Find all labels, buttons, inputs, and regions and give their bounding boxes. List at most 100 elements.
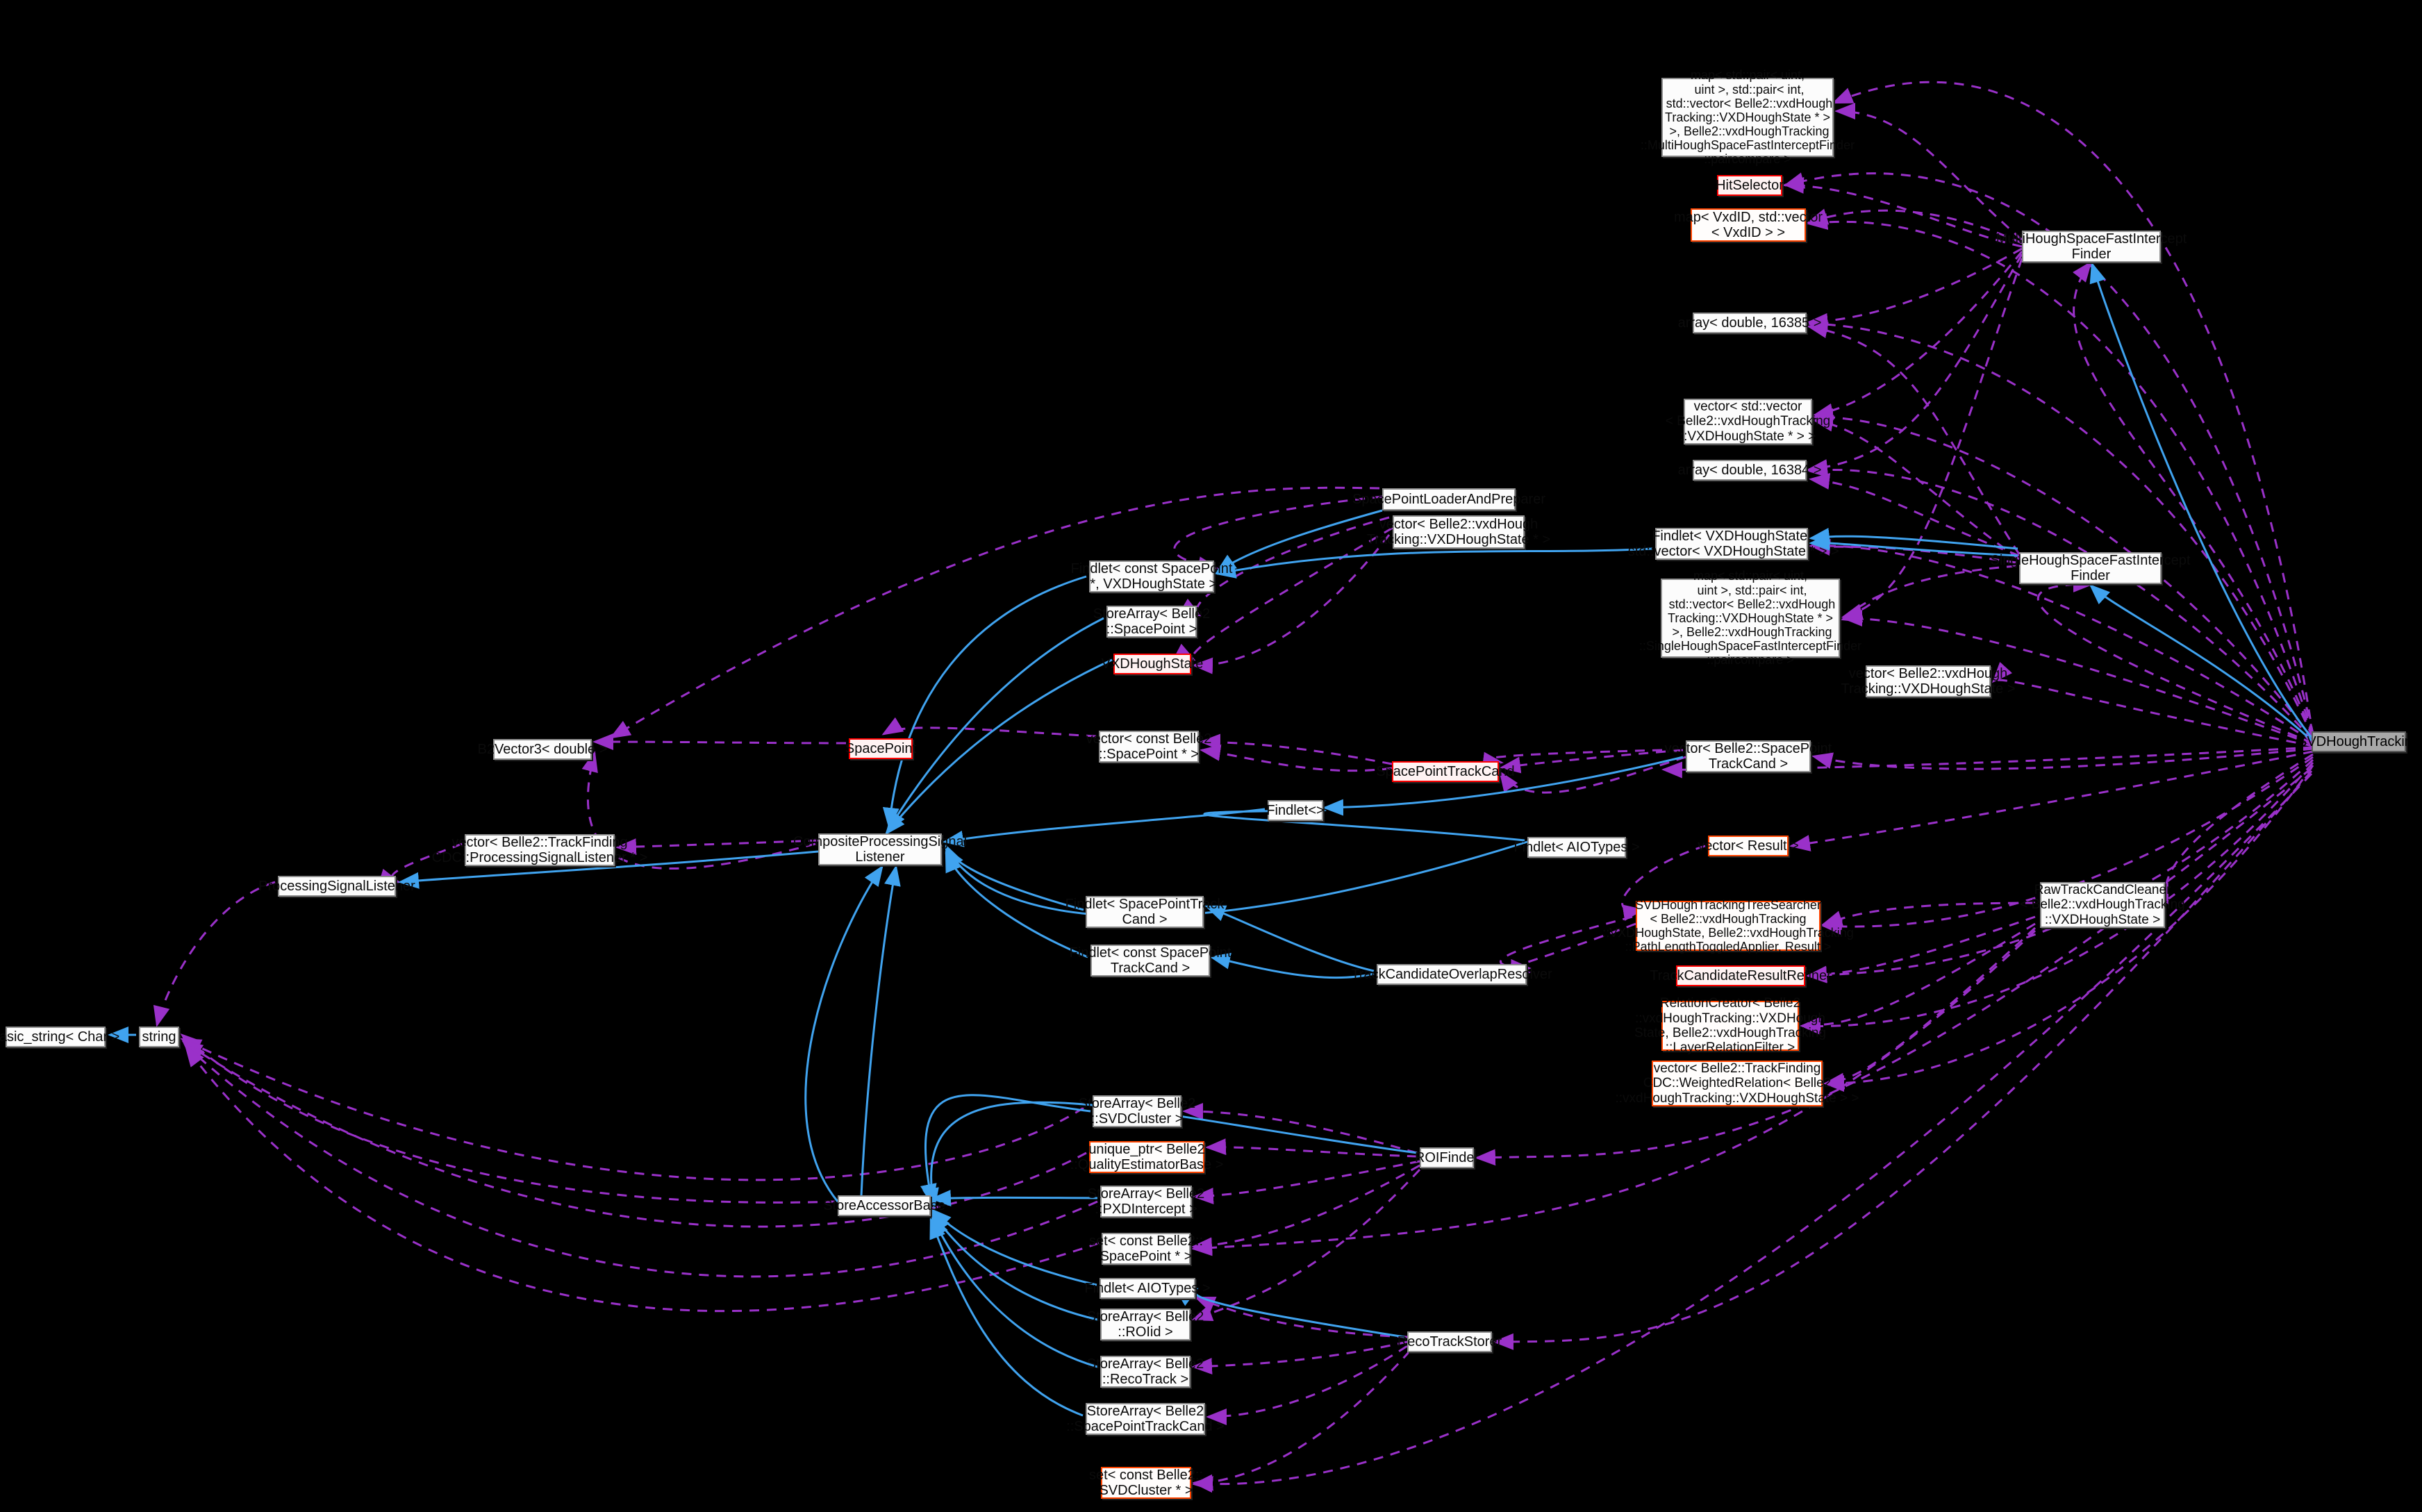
graph-node-vector_vec_vxd[interactable]: vector< std::vector < Belle2::vxdHoughTr…	[1666, 399, 1830, 445]
graph-node-relation_creator[interactable]: RelationCreator< Belle2 ::vxdHoughTracki…	[1634, 996, 1826, 1055]
graph-node-unique_ptr_qe[interactable]: unique_ptr< Belle2 ::QualityEstimatorBas…	[1070, 1141, 1223, 1173]
graph-node-multi_hough[interactable]: MultiHoughSpaceFastIntercept Finder	[1996, 231, 2187, 263]
graph-node-vec_const_sp_ptr[interactable]: vector< const Belle2 ::SpacePoint * >	[1086, 731, 1211, 763]
graph-node-label: array< double, 16384 >	[1677, 462, 1822, 478]
graph-node-findlet_aiotypes_top[interactable]: Findlet< AIOTypes >	[1513, 837, 1640, 858]
graph-node-label: Findlet< const SpacePoint TrackCand >	[1069, 945, 1231, 976]
graph-node-label: RawTrackCandCleaner < Belle2::vxdHoughTr…	[2020, 883, 2185, 927]
graph-node-label: set< const Belle2:: SVDCluster * >	[1089, 1467, 1203, 1498]
graph-node-label: set< const Belle2:: SpacePoint * >	[1089, 1233, 1203, 1264]
graph-node-findlet_const_sp_vxdhs[interactable]: Findlet< const SpacePoint *, VXDHoughSta…	[1071, 560, 1232, 592]
graph-node-label: vector< Belle2::TrackFinding CDC::Proces…	[431, 834, 648, 865]
graph-node-roifinder[interactable]: ROIFinder	[1415, 1147, 1479, 1168]
graph-node-storearray_sptc[interactable]: StoreArray< Belle2 ::SpacePointTrackCand…	[1066, 1403, 1225, 1435]
graph-node-b2vector3[interactable]: B2Vector3< double >	[478, 739, 607, 760]
graph-node-label: SVDHoughTrackingTreeSearcher < Belle2::v…	[1602, 897, 1854, 954]
graph-node-label: basic_string< Char >	[0, 1029, 120, 1045]
graph-node-label: vector< Belle2::TrackFinding CDC::Weight…	[1615, 1061, 1859, 1106]
graph-node-label: array< double, 16385 >	[1677, 315, 1822, 331]
graph-node-storearray_pxdintercept[interactable]: StoreArray< Belle2 ::PXDIntercept >	[1088, 1186, 1204, 1218]
graph-node-label: CompositeProcessingSignal Listener	[793, 833, 968, 865]
graph-node-vec_weighted_relation[interactable]: vector< Belle2::TrackFinding CDC::Weight…	[1616, 1061, 1859, 1106]
graph-node-set_const_spacepoint[interactable]: set< const Belle2:: SpacePoint * >	[1089, 1233, 1203, 1265]
graph-node-map_single_paircompare[interactable]: map< std::pair< uint, uint >, std::pair<…	[1639, 569, 1861, 667]
graph-node-label: Findlet< VXDHoughState, std::vector< VXD…	[1627, 528, 1839, 559]
graph-node-label: RelationCreator< Belle2 ::vxdHoughTracki…	[1634, 996, 1827, 1056]
graph-node-label: ROIFinder	[1414, 1149, 1479, 1165]
graph-node-label: TrackCandidateOverlapResolver	[1351, 966, 1552, 982]
graph-node-label: map< std::pair< uint, uint >, std::pair<…	[1639, 569, 1862, 667]
graph-node-splp[interactable]: SpacePointLoaderAndPreparer	[1352, 488, 1545, 510]
graph-node-label: StoreArray< Belle2 ::RecoTrack >	[1086, 1356, 1204, 1387]
graph-node-findlet_sptc[interactable]: Findlet< SpacePointTrack Cand >	[1065, 896, 1224, 928]
graph-node-recotrackstorer[interactable]: RecoTrackStorer	[1397, 1331, 1502, 1352]
graph-node-label: string	[142, 1029, 176, 1045]
graph-node-label: SpacePointLoaderAndPreparer	[1352, 491, 1545, 507]
graph-node-track_cand_overlap_resolver[interactable]: TrackCandidateOverlapResolver	[1351, 964, 1552, 985]
graph-node-spacepoint[interactable]: SpacePoint	[845, 738, 916, 759]
graph-node-label: RecoTrackStorer	[1397, 1334, 1502, 1349]
graph-node-track_cand_result_refiner[interactable]: TrackCandidateResultRefiner	[1650, 965, 1832, 986]
graph-node-svd_tree_searcher[interactable]: SVDHoughTrackingTreeSearcher < Belle2::v…	[1602, 898, 1854, 954]
graph-node-array_16384[interactable]: array< double, 16384 >	[1678, 460, 1821, 481]
graph-node-label: StoreArray< Belle2 ::PXDIntercept >	[1087, 1186, 1205, 1217]
graph-node-findlet_aiotypes_bottom[interactable]: Findlet< AIOTypes >	[1084, 1278, 1211, 1299]
graph-node-array_16385[interactable]: array< double, 16385 >	[1678, 313, 1821, 333]
graph-node-label: SingleHoughSpaceFastIntercept Finder	[1990, 552, 2191, 583]
graph-node-svdhoughtracking[interactable]: SVDHoughTracking	[2298, 731, 2420, 752]
graph-node-set_const_svdcluster[interactable]: set< const Belle2:: SVDCluster * >	[1089, 1467, 1203, 1499]
graph-node-label: map< VxdID, std::vector < VxdID > >	[1674, 209, 1823, 240]
graph-node-label: SVDHoughTracking	[2298, 733, 2421, 749]
graph-node-label: Findlet< AIOTypes >	[1084, 1280, 1211, 1296]
graph-node-label: unique_ptr< Belle2 ::QualityEstimatorBas…	[1070, 1141, 1224, 1172]
graph-node-label: SpacePoint	[845, 740, 917, 756]
graph-node-hit_selector[interactable]: HitSelector	[1716, 175, 1784, 196]
graph-node-label: TrackCandidateResultRefiner	[1650, 967, 1832, 983]
graph-node-label: vector< Belle2::vxdHough Tracking::VXDHo…	[1366, 516, 1551, 547]
graph-node-label: Findlet< const SpacePoint *, VXDHoughSta…	[1070, 560, 1233, 592]
graph-node-label: MultiHoughSpaceFastIntercept Finder	[1996, 231, 2187, 262]
graph-node-vec_tf_psl_ptr[interactable]: vector< Belle2::TrackFinding CDC::Proces…	[432, 834, 647, 866]
graph-node-label: Findlet< AIOTypes >	[1513, 839, 1640, 855]
graph-node-storearray_recotrack[interactable]: StoreArray< Belle2 ::RecoTrack >	[1087, 1356, 1204, 1388]
graph-node-label: vector< std::vector < Belle2::vxdHoughTr…	[1665, 399, 1831, 444]
graph-node-vec_vxdhoughstate_ptr[interactable]: vector< Belle2::vxdHough Tracking::VXDHo…	[1367, 515, 1550, 549]
graph-node-label: B2Vector3< double >	[477, 741, 608, 757]
graph-node-findlet_vxdhs[interactable]: Findlet< VXDHoughState, std::vector< VXD…	[1628, 528, 1839, 560]
graph-node-vec_vxdhoughstate[interactable]: vector< Belle2::vxdHough Tracking::VXDHo…	[1841, 665, 2016, 697]
graph-node-findlet_empty[interactable]: Findlet<>	[1266, 800, 1325, 821]
graph-node-vxdhoughstate[interactable]: VXDHoughState	[1102, 654, 1203, 674]
graph-node-label: StoreArray< Belle2 ::ROIid >	[1086, 1309, 1204, 1340]
graph-node-storearray_svdcluster[interactable]: StoreArray< Belle2 ::SVDCluster >	[1079, 1095, 1195, 1127]
graph-node-label: StoreArray< Belle2 ::SVDCluster >	[1078, 1095, 1196, 1127]
graph-node-label: StoreArray< Belle2 ::SpacePoint >	[1093, 606, 1211, 637]
graph-node-label: Findlet<>	[1266, 802, 1325, 818]
graph-node-findlet_const_sptc[interactable]: Findlet< const SpacePoint TrackCand >	[1070, 945, 1231, 977]
graph-node-raw_track_cand_cleaner[interactable]: RawTrackCandCleaner < Belle2::vxdHoughTr…	[2020, 882, 2185, 928]
graph-node-label: VXDHoughState	[1101, 656, 1204, 672]
graph-node-composite_psl[interactable]: CompositeProcessingSignal Listener	[793, 833, 967, 865]
graph-node-map_vxdid[interactable]: map< VxdID, std::vector < VxdID > >	[1674, 208, 1823, 242]
graph-node-basic_string_char[interactable]: basic_string< Char >	[0, 1027, 119, 1047]
graph-node-label: vector< const Belle2 ::SpacePoint * >	[1086, 731, 1212, 762]
graph-node-label: ProcessingSignalListener	[258, 878, 415, 894]
graph-node-map_multi_paircompare[interactable]: map< std::pair< uint, uint >, std::pair<…	[1641, 68, 1855, 166]
graph-node-label: map< std::pair< uint, uint >, std::pair<…	[1640, 68, 1855, 167]
graph-node-string[interactable]: string	[139, 1027, 179, 1047]
graph-node-label: Findlet< SpacePointTrack Cand >	[1065, 896, 1225, 927]
graph-node-label: StoreArray< Belle2 ::SpacePointTrackCand…	[1066, 1403, 1225, 1434]
graph-node-vec_sptc[interactable]: vector< Belle2::SpacePoint TrackCand >	[1665, 740, 1832, 772]
graph-node-single_hough[interactable]: SingleHoughSpaceFastIntercept Finder	[1991, 552, 2190, 584]
graph-node-spacepointtrackcand[interactable]: SpacePointTrackCand	[1376, 761, 1515, 782]
graph-node-storearray_roiid[interactable]: StoreArray< Belle2 ::ROIid >	[1087, 1309, 1204, 1340]
graph-node-label: StoreAccessorBase	[823, 1197, 945, 1213]
graph-node-label: HitSelector	[1716, 177, 1784, 193]
graph-node-label: vector< Belle2::SpacePoint TrackCand >	[1664, 740, 1832, 772]
graph-node-store_accessor_base[interactable]: StoreAccessorBase	[823, 1195, 945, 1216]
graph-node-label: vector< Belle2::vxdHough Tracking::VXDHo…	[1841, 665, 2016, 697]
graph-node-storearray_spacepoint[interactable]: StoreArray< Belle2 ::SpacePoint >	[1093, 606, 1210, 638]
graph-node-label: SpacePointTrackCand	[1376, 763, 1515, 779]
graph-node-vector_result[interactable]: vector< Result >	[1698, 836, 1799, 856]
graph-node-processing_signal_listener[interactable]: ProcessingSignalListener	[258, 876, 415, 897]
